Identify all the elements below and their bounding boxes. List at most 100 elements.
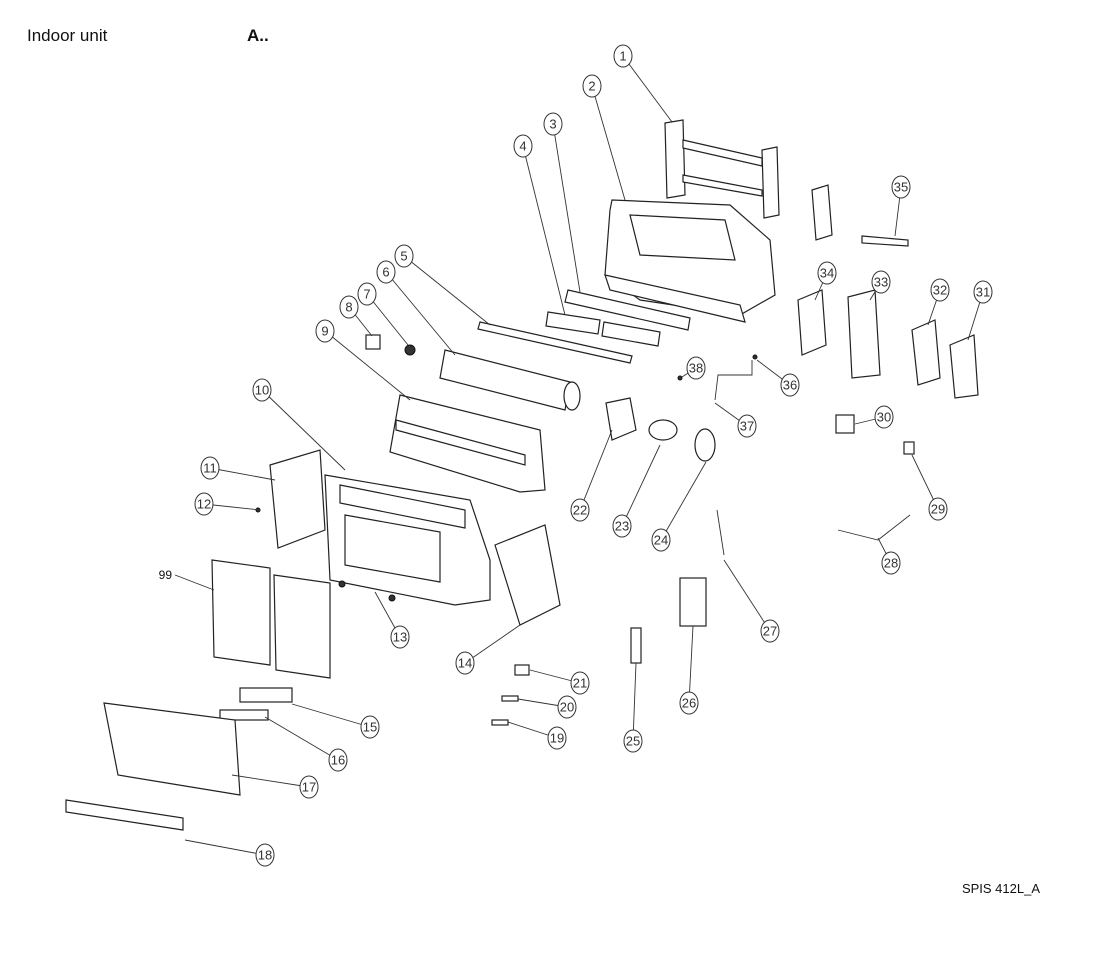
callout-circle-18: [255, 843, 275, 867]
callout-number-34: 34: [820, 266, 834, 281]
callout-circle-29: [928, 497, 948, 521]
bracket-part: [811, 184, 833, 241]
sensor-19-part: [491, 719, 509, 726]
callout-layer: 1234567891011121314151617181920212223242…: [194, 44, 993, 867]
callout-number-20: 20: [560, 700, 574, 715]
power-cable-part: [837, 514, 911, 541]
callout-25: 25: [623, 729, 643, 753]
callout-5: 5: [394, 244, 414, 268]
ebox-cover-part: [797, 289, 827, 356]
bearing-part: [404, 344, 416, 356]
callout-35: 35: [891, 175, 911, 199]
leader-line-24: [660, 461, 707, 541]
callout-circle-16: [328, 748, 348, 772]
callout-number-1: 1: [619, 49, 626, 64]
decorative-strip-part: [65, 799, 184, 831]
callout-number-28: 28: [884, 556, 898, 571]
callout-6: 6: [376, 260, 396, 284]
callout-20: 20: [557, 695, 577, 719]
callout-number-13: 13: [393, 630, 407, 645]
callout-number-31: 31: [976, 285, 990, 300]
callout-circle-38: [686, 356, 706, 380]
callout-circle-24: [651, 528, 671, 552]
callout-circle-28: [881, 551, 901, 575]
callout-10: 10: [252, 378, 272, 402]
connecting-rod-part: [477, 321, 633, 364]
callout-11: 11: [200, 456, 220, 480]
control-board-part: [911, 319, 941, 386]
leader-line-11: [209, 467, 276, 481]
callout-22: 22: [570, 498, 590, 522]
socket-21-part: [514, 664, 530, 676]
screw-38-part: [677, 375, 683, 381]
callout-number-14: 14: [458, 656, 472, 671]
callout-circle-23: [612, 514, 632, 538]
motor-bracket-part: [605, 397, 637, 441]
callout-number-23: 23: [615, 519, 629, 534]
display-board-part: [219, 709, 269, 721]
leader-line-15: [291, 703, 371, 728]
drain-strip-part: [564, 289, 691, 331]
callout-circle-27: [760, 619, 780, 643]
callout-number-3: 3: [549, 117, 556, 132]
plain-label-layer: 99: [159, 568, 215, 591]
callout-37: 37: [737, 414, 757, 438]
callout-number-8: 8: [345, 300, 352, 315]
parts-layer: [65, 119, 979, 831]
left-side-panel-part: [269, 449, 326, 549]
callout-number-9: 9: [321, 324, 328, 339]
callout-number-19: 19: [550, 731, 564, 746]
callout-circle-8: [339, 295, 359, 319]
callout-number-21: 21: [573, 676, 587, 691]
drain-pipe-part: [861, 235, 909, 247]
leader-line-18: [184, 839, 266, 856]
callout-21: 21: [570, 671, 590, 695]
callout-number-18: 18: [258, 848, 272, 863]
plain-leader-99: [174, 574, 215, 591]
callout-circle-5: [394, 244, 414, 268]
callout-number-15: 15: [363, 720, 377, 735]
leader-line-26: [688, 625, 694, 704]
callout-circle-2: [582, 74, 602, 98]
leader-line-14: [464, 624, 521, 664]
leader-line-17: [231, 774, 310, 788]
callout-circle-34: [817, 261, 837, 285]
callout-36: 36: [780, 373, 800, 397]
electrical-box-part: [847, 289, 881, 379]
leader-line-2: [591, 85, 626, 201]
callout-circle-13: [390, 625, 410, 649]
screw-36-part: [752, 354, 758, 360]
callout-number-11: 11: [203, 461, 217, 476]
callout-number-24: 24: [654, 533, 668, 548]
callout-circle-10: [252, 378, 272, 402]
callout-33: 33: [871, 270, 891, 294]
callout-circle-33: [871, 270, 891, 294]
callout-number-35: 35: [894, 180, 908, 195]
callout-4: 4: [513, 134, 533, 158]
callout-circle-19: [547, 726, 567, 750]
callout-34: 34: [817, 261, 837, 285]
callout-circle-25: [623, 729, 643, 753]
callout-number-4: 4: [519, 139, 526, 154]
callout-number-26: 26: [682, 696, 696, 711]
callout-circle-21: [570, 671, 590, 695]
callout-23: 23: [612, 514, 632, 538]
clip-part: [835, 414, 855, 434]
crossflow-fan-part: [439, 349, 581, 411]
leader-line-16: [264, 716, 339, 761]
callout-number-16: 16: [331, 753, 345, 768]
callout-number-30: 30: [877, 410, 891, 425]
leader-line-9: [324, 330, 411, 401]
callout-number-12: 12: [197, 497, 211, 512]
callout-number-33: 33: [874, 275, 888, 290]
callout-circle-35: [891, 175, 911, 199]
callout-16: 16: [328, 748, 348, 772]
sensor-20-part: [501, 695, 519, 702]
callout-circle-17: [299, 775, 319, 799]
leader-line-5: [403, 255, 491, 326]
callout-number-10: 10: [255, 383, 269, 398]
callout-number-36: 36: [783, 378, 797, 393]
leader-line-4: [522, 145, 566, 316]
leader-line-22: [579, 429, 613, 511]
